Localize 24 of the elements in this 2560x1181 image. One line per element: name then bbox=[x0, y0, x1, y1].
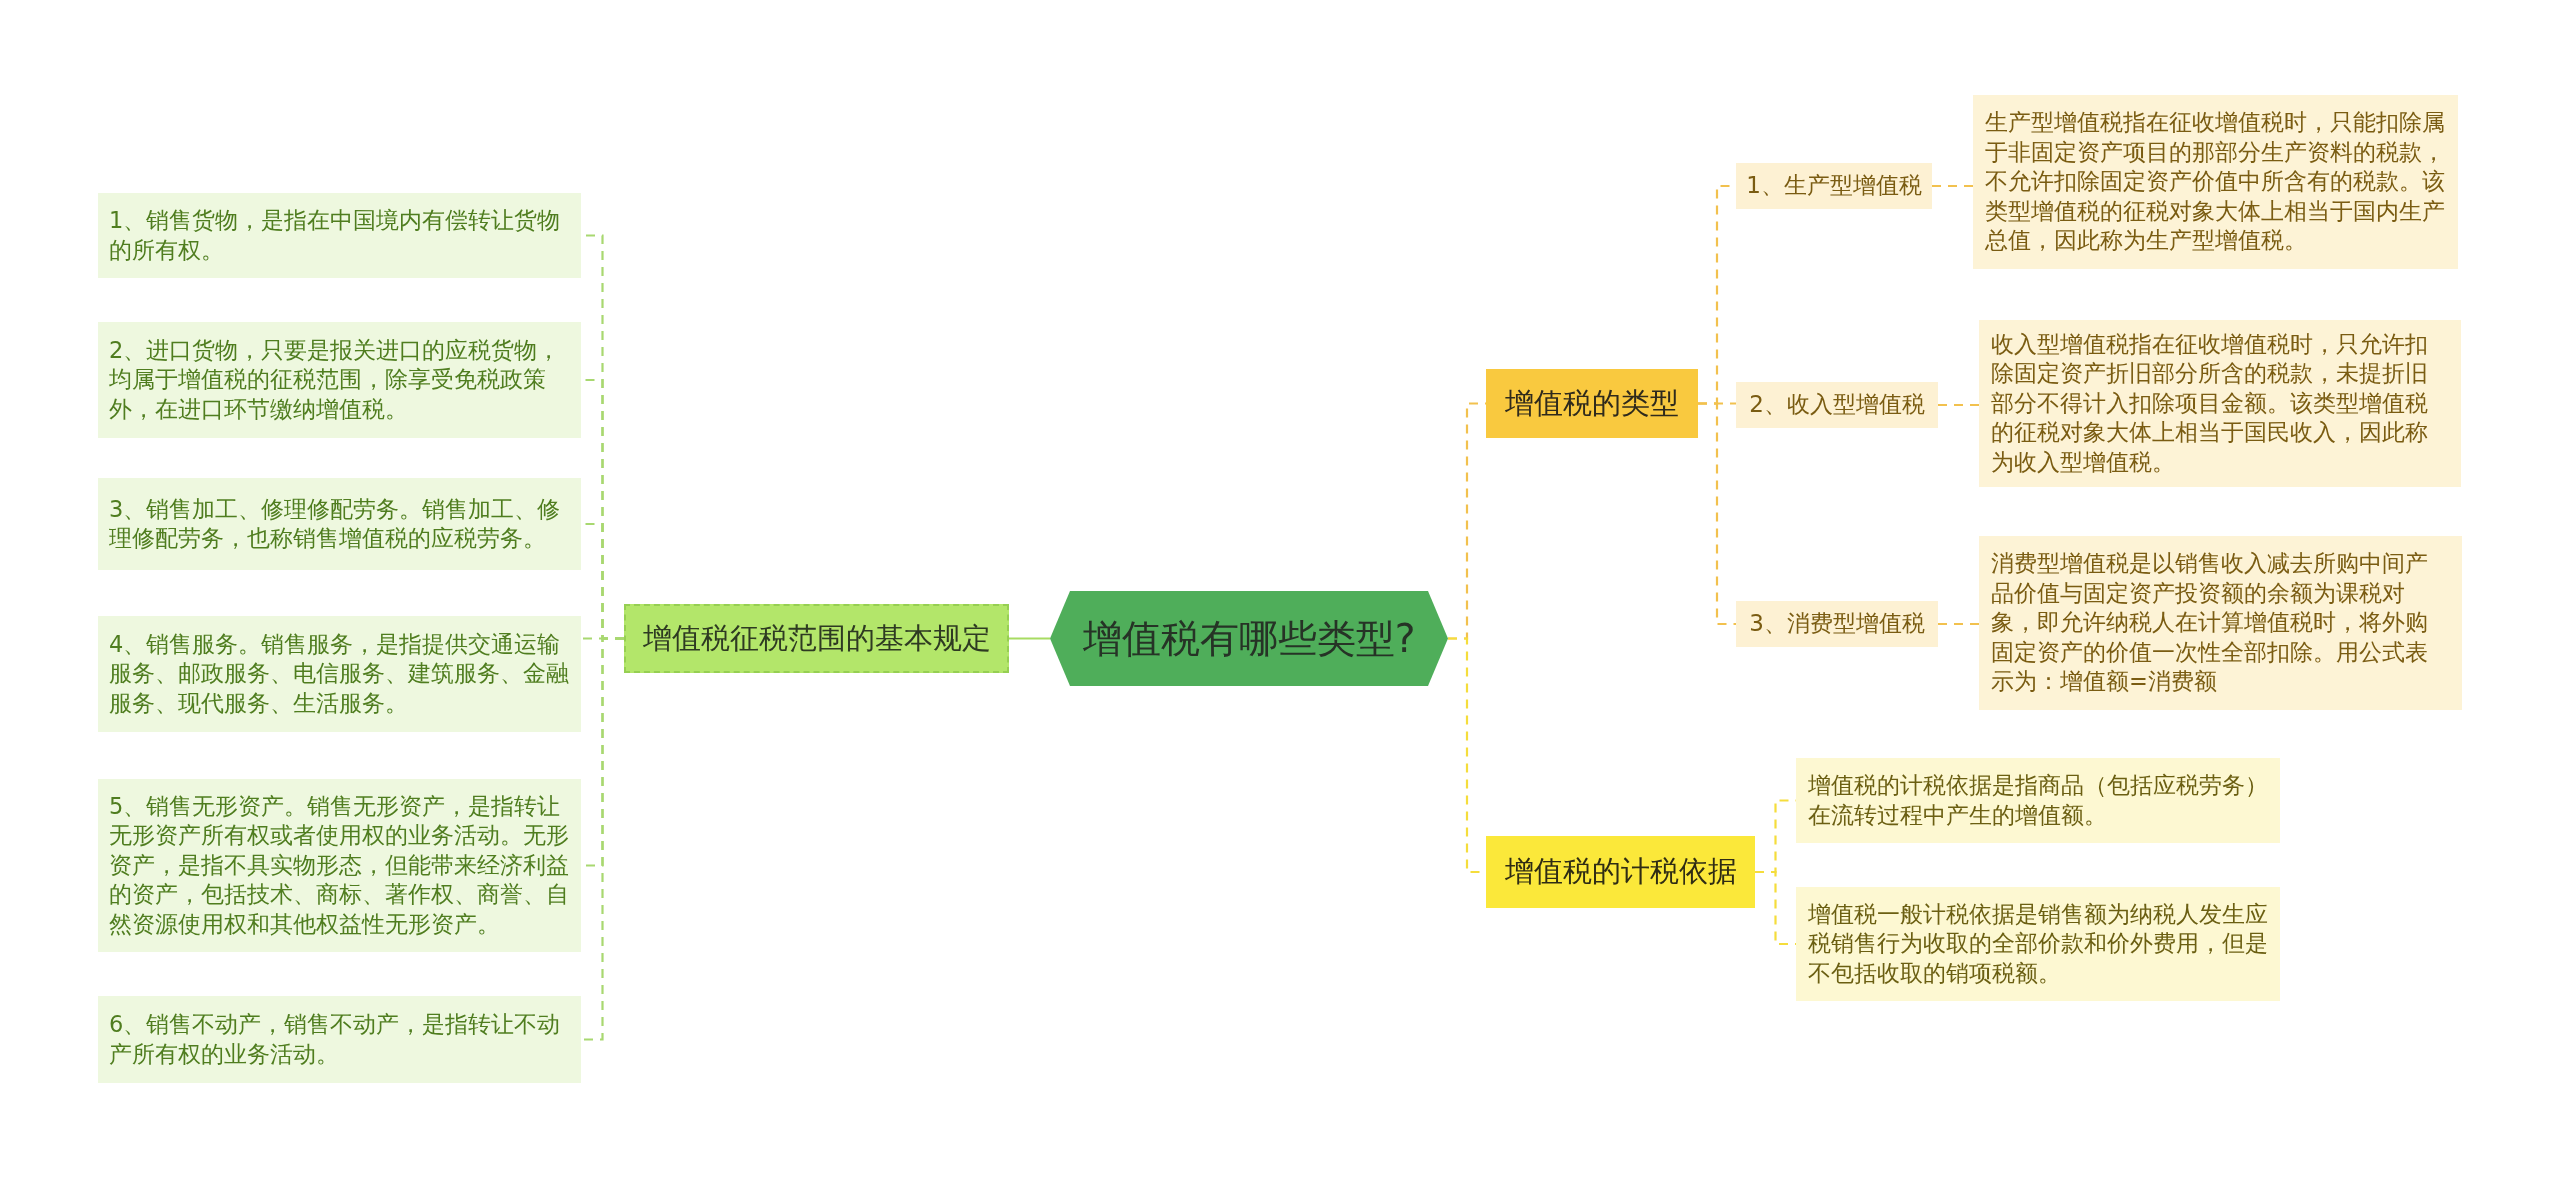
note-box: 收入型增值税指在征收增值税时，只允许扣除固定资产折旧部分所含的税款，未提折旧部分不得计入扣除项目金额。该类型增值税的征税对象大体上相当于国民收入，因此称为收入型增值税。 bbox=[1979, 320, 2461, 487]
connector-line bbox=[1698, 402, 1736, 626]
connector-line bbox=[581, 637, 624, 1041]
connector-line bbox=[1009, 637, 1050, 640]
branch-box: 增值税的类型 bbox=[1486, 369, 1698, 438]
connector-line bbox=[1938, 622, 1979, 626]
connector-line bbox=[1932, 184, 1973, 188]
note-box: 2、进口货物，只要是报关进口的应税货物，均属于增值税的征税范围，除享受免税政策外，在进口环节缴纳增值税。 bbox=[98, 322, 581, 438]
note-box: 1、销售货物，是指在中国境内有偿转让货物的所有权。 bbox=[98, 193, 581, 278]
note-box: 3、销售加工、修理修配劳务。销售加工、修理修配劳务，也称销售增值税的应税劳务。 bbox=[98, 478, 581, 570]
note-box: 6、销售不动产，销售不动产，是指转让不动产所有权的业务活动。 bbox=[98, 996, 581, 1083]
topic-hexagon: 增值税有哪些类型? bbox=[1050, 591, 1448, 686]
topic-box: 3、消费型增值税 bbox=[1736, 601, 1938, 647]
note-box: 增值税一般计税依据是销售额为纳税人发生应税销售行为收取的全部价款和价外费用，但是不包括收取的销项税额。 bbox=[1796, 887, 2280, 1001]
note-box: 消费型增值税是以销售收入减去所购中间产品价值与固定资产投资额的余额为课税对象，即允许纳税人在计算增值税时，将外购固定资产的价值一次性全部扣除。用公式表示为：增值额=消费额 bbox=[1979, 536, 2462, 710]
note-box: 4、销售服务。销售服务，是指提供交通运输服务、邮政服务、电信服务、建筑服务、金融服务、现代服务、生活服务。 bbox=[98, 616, 581, 732]
branch-box: 增值税征税范围的基本规定 bbox=[624, 604, 1009, 673]
note-box: 增值税的计税依据是指商品（包括应税劳务）在流转过程中产生的增值额。 bbox=[1796, 758, 2280, 843]
connector-line bbox=[1938, 403, 1979, 407]
topic-box: 1、生产型增值税 bbox=[1736, 163, 1932, 209]
topic-box: 2、收入型增值税 bbox=[1736, 382, 1938, 428]
branch-box: 增值税的计税依据 bbox=[1486, 836, 1755, 908]
note-box: 5、销售无形资产。销售无形资产，是指转让无形资产所有权或者使用权的业务活动。无形资产，是指不具实物形态，但能带来经济利益的资产，包括技术、商标、著作权、商誉、自然资源使用权和其他权益性无形资产。 bbox=[98, 779, 581, 952]
note-box: 生产型增值税指在征收增值税时，只能扣除属于非固定资产项目的那部分生产资料的税款，不允许扣除固定资产价值中所含有的税款。该类型增值税的征税对象大体上相当于国内生产总值，因此称为生产型增值税。 bbox=[1973, 95, 2458, 269]
